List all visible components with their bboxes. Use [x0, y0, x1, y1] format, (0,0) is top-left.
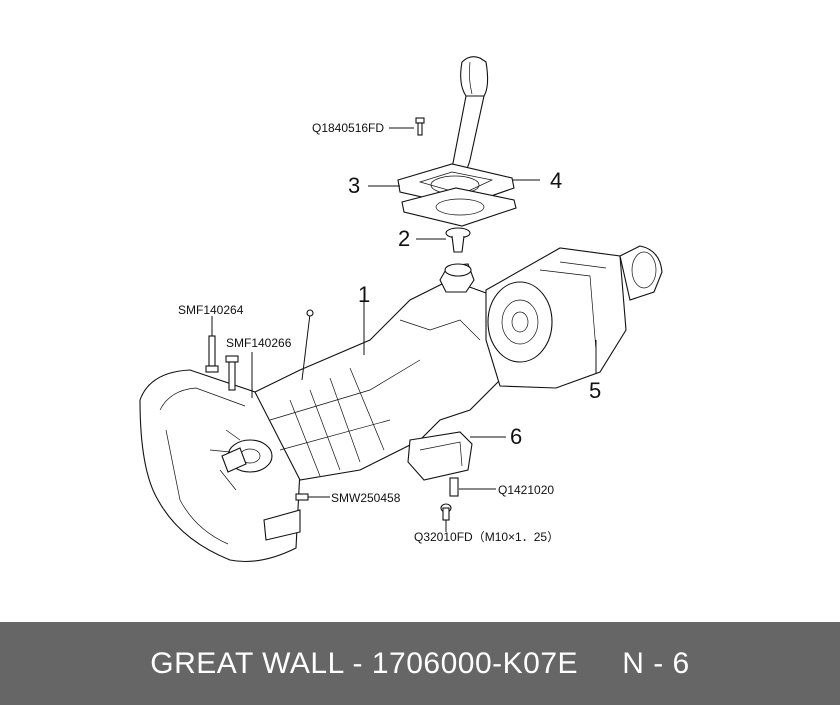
footer-bar: GREAT WALL - 1706000-K07E N - 6 [0, 622, 840, 705]
callout-1: 1 [358, 282, 370, 307]
label-q1840516fd: Q1840516FD [312, 121, 384, 135]
mount-bracket [407, 431, 473, 481]
separator: - [352, 647, 363, 680]
label-q1421020: Q1421020 [498, 483, 554, 497]
leader-lines [211, 127, 597, 532]
bolt-smf140266 [225, 355, 239, 391]
brand-name: GREAT WALL [150, 647, 344, 680]
seat-part [445, 227, 471, 253]
footer-caption: GREAT WALL - 1706000-K07E N - 6 [0, 622, 840, 705]
label-smf140264: SMF140264 [178, 303, 244, 317]
vent-pipe [301, 309, 314, 381]
bolt-q1421020 [449, 477, 459, 497]
page-indicator: N - 6 [622, 647, 690, 680]
callout-3: 3 [348, 173, 360, 198]
transmission-housing [139, 263, 501, 563]
transfer-case [485, 245, 663, 389]
bolt-q1840516fd [415, 117, 425, 136]
callout-5: 5 [589, 378, 601, 403]
plug-q32010fd [440, 503, 452, 521]
label-q32010fd: Q32010FD（M10×1．25） [414, 530, 559, 544]
part-number: 1706000-K07E [371, 647, 579, 680]
transmission-exploded-view: 1 2 3 4 5 6 Q1840516FD SMF140264 SMF1402… [139, 56, 663, 563]
callout-6: 6 [510, 424, 522, 449]
bolt-smw250458 [295, 493, 309, 501]
parts-diagram: 1 2 3 4 5 6 Q1840516FD SMF140264 SMF1402… [139, 56, 663, 563]
bolt-smf140264 [205, 335, 219, 373]
callout-4: 4 [550, 168, 562, 193]
label-smw250458: SMW250458 [331, 491, 401, 505]
label-smf140266: SMF140266 [226, 336, 292, 350]
gasket [401, 187, 517, 227]
callout-2: 2 [398, 226, 410, 251]
